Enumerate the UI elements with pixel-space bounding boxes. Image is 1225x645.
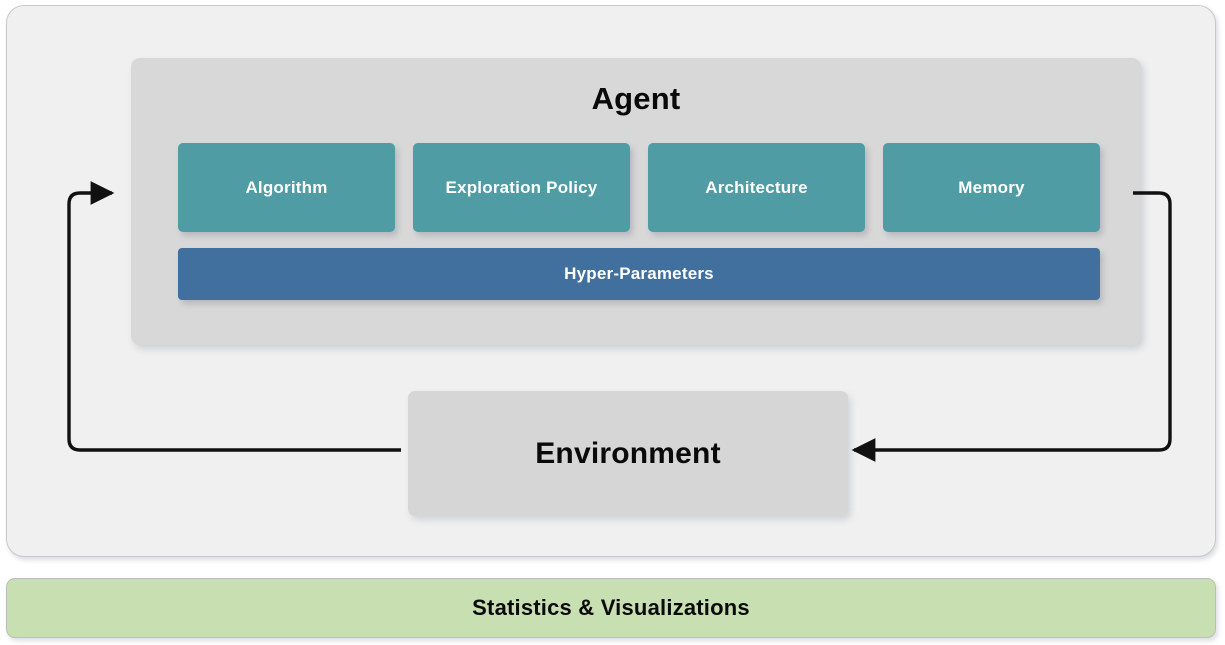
environment-label: Environment: [535, 436, 721, 470]
agent-component-algorithm[interactable]: Algorithm: [178, 143, 395, 232]
environment-container[interactable]: Environment: [408, 391, 848, 516]
statistics-visualizations-bar[interactable]: Statistics & Visualizations: [6, 578, 1216, 638]
agent-component-exploration-policy[interactable]: Exploration Policy: [413, 143, 630, 232]
statistics-visualizations-label: Statistics & Visualizations: [472, 595, 750, 620]
agent-component-label: Architecture: [705, 177, 808, 197]
hyper-parameters-label: Hyper-Parameters: [564, 264, 714, 283]
agent-environment-loop-panel: Agent Algorithm Exploration Policy Archi…: [6, 5, 1216, 557]
agent-component-memory[interactable]: Memory: [883, 143, 1100, 232]
agent-component-label: Memory: [958, 177, 1025, 197]
agent-component-row: Algorithm Exploration Policy Architectur…: [178, 143, 1100, 232]
hyper-parameters-bar[interactable]: Hyper-Parameters: [178, 248, 1100, 300]
agent-component-label: Algorithm: [245, 177, 328, 197]
agent-component-architecture[interactable]: Architecture: [648, 143, 865, 232]
agent-title: Agent: [591, 81, 681, 116]
agent-component-label: Exploration Policy: [445, 177, 598, 197]
agent-container[interactable]: Agent Algorithm Exploration Policy Archi…: [131, 58, 1141, 345]
